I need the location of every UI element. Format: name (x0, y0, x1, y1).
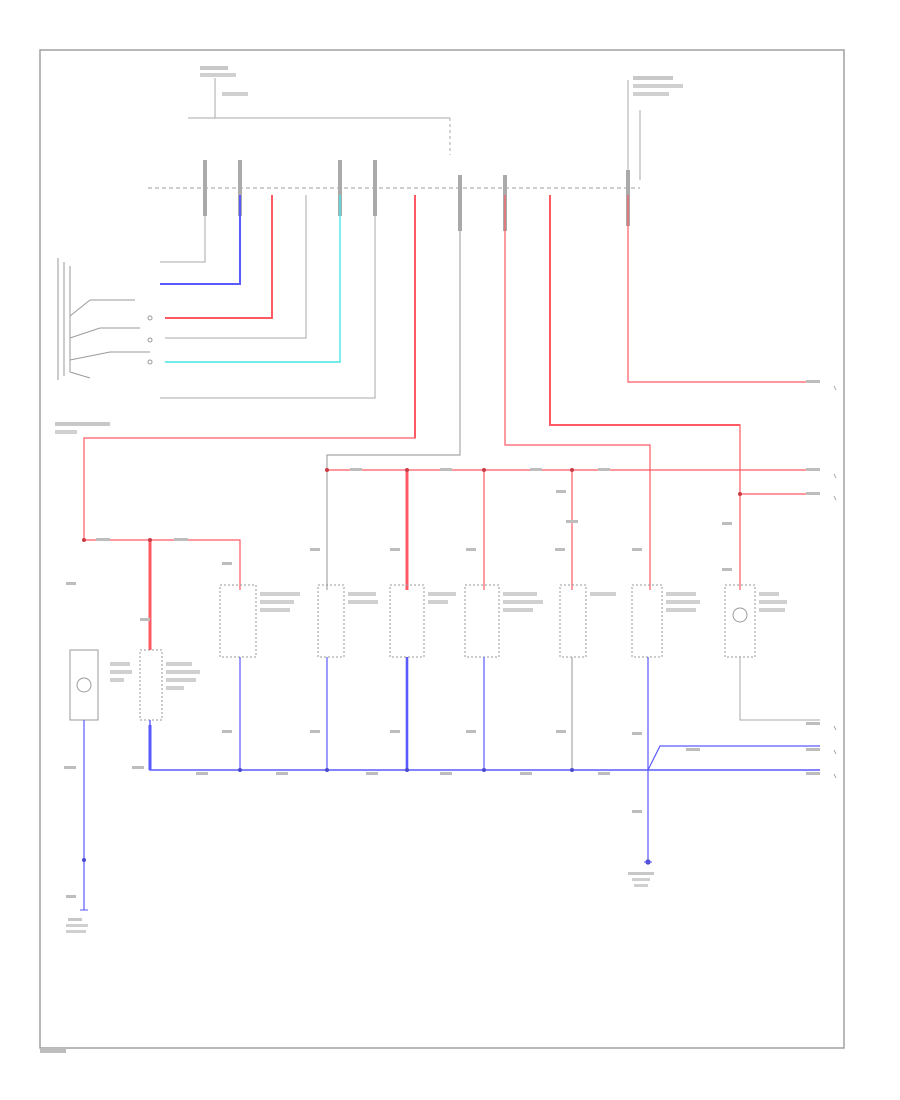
combination-switch (57, 258, 153, 380)
edge-connectors (833, 385, 837, 779)
ground-left-label-mark (66, 924, 88, 927)
switch-label-mark (55, 422, 110, 426)
switch-label-mark (55, 430, 77, 434)
ground-left-label-mark (68, 918, 82, 921)
ground-wires (83, 657, 820, 910)
lower-right-wire (739, 657, 820, 721)
fuse-label-mark (222, 92, 248, 96)
top-power-source (188, 78, 641, 180)
top-right-label-mark (633, 84, 683, 88)
ground-symbol (80, 861, 652, 911)
top-source-label-mark (200, 66, 228, 70)
top-right-label-mark (633, 92, 669, 96)
ground-right-label-mark (634, 884, 648, 887)
power-wires (83, 195, 820, 650)
switch-wires (160, 195, 376, 399)
top-source-label-mark (200, 73, 236, 77)
motor-component (732, 607, 748, 623)
ground-junctions (82, 768, 651, 865)
connector-pins (203, 160, 630, 231)
top-right-label-mark (633, 76, 673, 80)
ground-right-label-mark (628, 872, 654, 875)
ground-tag-marks (64, 722, 820, 898)
power-wire-thick (549, 195, 740, 426)
component-label-marks (110, 592, 787, 690)
component-box (139, 584, 756, 721)
ground-right-label-mark (632, 878, 650, 881)
ground-left-label-mark (66, 930, 86, 933)
lamp-component (69, 649, 99, 721)
wire-tag-marks (66, 380, 820, 621)
footer-code-mark (40, 1048, 66, 1053)
junctions (82, 468, 742, 542)
diagram-frame (39, 49, 845, 1049)
